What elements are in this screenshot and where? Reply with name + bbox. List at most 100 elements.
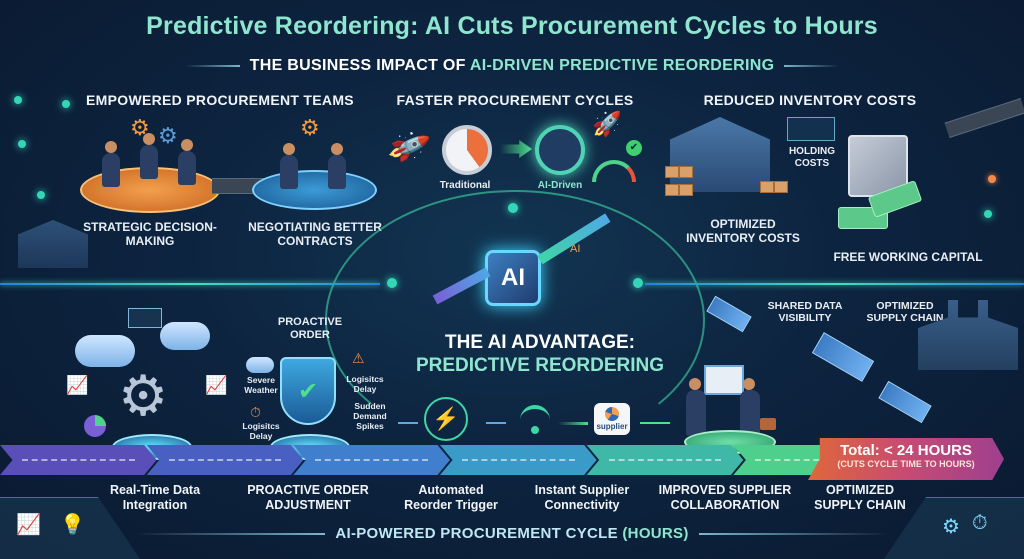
network-node (633, 278, 643, 288)
lightning-gear-icon: ⚙ (942, 516, 960, 538)
rocket-icon: 🚀 (592, 111, 622, 138)
ai-advantage-subheading: PREDICTIVE REORDERING (415, 355, 665, 376)
wifi-dot (531, 426, 539, 434)
person-figure (140, 133, 158, 179)
boxes-icon (665, 165, 705, 201)
logistics-delay-label-2: Logisitcs Delay (346, 374, 384, 394)
footer-divider-left (135, 532, 326, 535)
network-node (14, 96, 22, 104)
lightning-trigger-icon: ⚡ (424, 397, 468, 441)
step-label-automated-reorder: Automated Reorder Trigger (404, 483, 498, 512)
logistics-delay-label: Logisitcs Delay (242, 421, 280, 441)
person-figure (178, 139, 196, 185)
sync-gear-icon: ⚙ (118, 364, 169, 427)
road (944, 98, 1024, 138)
shield-check-icon: ✔ (280, 357, 336, 425)
shared-data-visibility-label: SHARED DATA VISIBILITY (767, 300, 843, 325)
person-figure (280, 143, 298, 189)
supplier-logo-mark (605, 407, 619, 421)
ai-arc-ring (325, 190, 705, 450)
timeline-segment (293, 445, 451, 475)
total-time-sub: (CUTS CYCLE TIME TO HOURS) (837, 459, 975, 469)
pie-chart-icon (84, 415, 106, 437)
negotiation-illustration: ⚙ (250, 115, 380, 215)
bar-chart-icon: 📈 (66, 375, 89, 395)
cloud-database-icon (160, 322, 210, 350)
trend-chart-icon: 📈 (205, 375, 228, 395)
network-node (387, 278, 397, 288)
flow-arrow (486, 422, 506, 424)
person-figure (328, 143, 346, 189)
caption-strategic-decision: STRATEGIC DECISION-MAKING (83, 220, 217, 248)
blue-platform (252, 170, 377, 210)
footer-label-plain: AI-POWERED PROCUREMENT CYCLE (335, 525, 623, 542)
divider-right (784, 65, 840, 67)
speedometer-icon (592, 160, 636, 182)
network-node (37, 191, 45, 199)
total-time-badge: Total: < 24 HOURS (CUTS CYCLE TIME TO HO… (808, 438, 1004, 480)
gear-icon: ⚙ (158, 123, 178, 148)
subtitle-row: THE BUSINESS IMPACT OF AI-DRIVEN PREDICT… (0, 57, 1024, 75)
weather-cloud-icon (246, 357, 274, 373)
subtitle-plain: THE BUSINESS IMPACT OF (249, 57, 470, 74)
traditional-label: Traditional (439, 180, 491, 191)
step-label-proactive-order: PROACTIVE ORDER ADJUSTMENT (247, 483, 369, 512)
glow-divider-right (645, 283, 1024, 285)
caption-negotiating-contracts: NEGOTIATING BETTER CONTRACTS (248, 220, 382, 248)
traditional-clock-icon (442, 125, 492, 175)
satellite-panel-icon (878, 380, 932, 424)
section-heading-cycles: FASTER PROCUREMENT CYCLES (396, 92, 634, 108)
section-heading-teams: EMPOWERED PROCUREMENT TEAMS (86, 92, 354, 108)
network-node (988, 175, 996, 183)
flow-arrow (558, 422, 588, 425)
step-label-instant-supplier: Instant Supplier Connectivity (534, 483, 630, 512)
ai-tag: AI (570, 243, 581, 255)
briefcase-icon (760, 418, 776, 430)
gear-icon: ⚙ (300, 115, 320, 140)
step-label-optimized-supply: OPTIMIZED SUPPLY CHAIN (814, 483, 906, 512)
footer-label: AI-POWERED PROCUREMENT CYCLE (HOURS) (335, 525, 688, 542)
arrow-right-icon (500, 140, 532, 158)
total-time-main: Total: < 24 HOURS (840, 442, 972, 459)
network-node (508, 203, 518, 213)
procurement-timeline (0, 445, 891, 475)
network-node (62, 100, 70, 108)
person-figure (740, 378, 760, 436)
timeline-segment (440, 445, 597, 475)
person-figure (686, 378, 706, 436)
stopwatch-warning-icon: ⏱ (250, 404, 261, 420)
network-node (984, 210, 992, 218)
satellite-icon (706, 295, 752, 333)
satellite-large-icon (811, 332, 875, 382)
subtitle: THE BUSINESS IMPACT OF AI-DRIVEN PREDICT… (250, 57, 775, 75)
declining-chart-icon (787, 117, 835, 141)
cloud-analytics-icon (75, 335, 135, 367)
timeline-segment (586, 445, 744, 475)
network-node (18, 140, 26, 148)
warehouse-outline-icon (18, 220, 88, 268)
rocket-icon: 🚀 (385, 125, 432, 170)
subtitle-highlight: AI-DRIVEN PREDICTIVE REORDERING (469, 57, 775, 74)
ai-stopwatch-icon (535, 125, 585, 175)
holding-costs-label: HOLDING COSTS (788, 146, 836, 169)
footer-label-highlight: (HOURS) (622, 525, 689, 542)
flow-arrow (398, 422, 418, 424)
timeline-segment (146, 445, 304, 475)
footer-divider-right (698, 532, 889, 535)
warning-icon: ⚠ (352, 350, 365, 366)
glow-divider-left (0, 283, 380, 285)
section-heading-inventory: REDUCED INVENTORY COSTS (703, 92, 917, 108)
check-icon: ✔ (626, 140, 642, 156)
lightbulb-icon: 💡 (60, 514, 85, 536)
divider-left (184, 65, 240, 67)
line-chart-icon (128, 308, 162, 328)
step-label-real-time-data: Real-Time Data Integration (109, 483, 201, 512)
ai-chip-icon: AI (485, 250, 541, 306)
timeline-segment (0, 445, 157, 475)
step-label-supplier-collaboration: IMPROVED SUPPLIER COLLABORATION (658, 483, 792, 512)
strategic-decision-illustration: ⚙ ⚙ (80, 115, 220, 215)
ai-driven-label: AI-Driven (537, 180, 583, 191)
ai-advantage-heading: THE AI ADVANTAGE: (445, 332, 635, 353)
shared-dashboard-icon (704, 365, 744, 395)
free-working-capital-label: FREE WORKING CAPITAL (833, 250, 983, 264)
